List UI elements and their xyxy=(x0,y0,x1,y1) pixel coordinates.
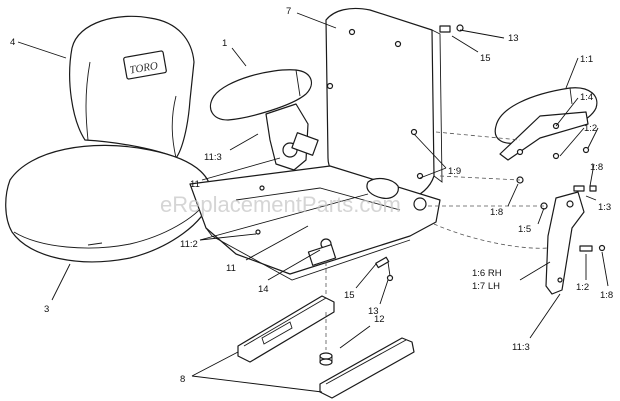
callout-1-3: 1:3 xyxy=(598,202,611,213)
slide-rail-lower xyxy=(319,337,415,399)
callout-11-2: 11:2 xyxy=(180,239,198,250)
callout-1-4: 1:4 xyxy=(580,92,593,103)
seat-back-frame xyxy=(325,7,443,199)
callout-11-3-lower: 11:3 xyxy=(512,342,530,353)
rail-spacer xyxy=(319,352,333,366)
callout-1-8-lower: 1:8 xyxy=(600,290,613,301)
callout-labels: 4 1 7 13 15 11:3 11 1:9 1:1 1:4 1:2 1:8 … xyxy=(10,6,613,385)
callout-11-middle: 11 xyxy=(226,263,236,274)
callout-1-8-right: 1:8 xyxy=(590,162,603,173)
seat-back-cushion: TORO xyxy=(69,15,195,159)
callout-13-lower: 13 xyxy=(368,306,379,317)
callout-1-1: 1:1 xyxy=(580,54,593,65)
callout-1: 1 xyxy=(222,38,227,49)
callout-4: 4 xyxy=(10,37,15,48)
pivot-plate xyxy=(545,191,585,295)
callout-11-top: 11 xyxy=(190,179,200,190)
callout-1-8-left: 1:8 xyxy=(490,207,503,218)
callout-1-7-lh: 1:7 LH xyxy=(472,281,500,292)
right-side-hardware xyxy=(516,146,606,252)
toro-logo-plate xyxy=(123,50,167,80)
callout-12: 12 xyxy=(374,314,385,325)
callout-8: 8 xyxy=(180,374,185,385)
leader-lines xyxy=(17,12,609,393)
seat-pan xyxy=(189,165,441,281)
callout-15-lower: 15 xyxy=(344,290,355,301)
callout-3: 3 xyxy=(44,304,49,315)
callout-1-2-upper: 1:2 xyxy=(584,123,597,134)
callout-1-2-lower: 1:2 xyxy=(576,282,589,293)
left-armrest xyxy=(209,69,319,171)
callout-11-3-top: 11:3 xyxy=(204,152,222,163)
callout-13-top: 13 xyxy=(508,33,519,44)
toro-logo-text: TORO xyxy=(129,60,159,77)
callout-7: 7 xyxy=(286,6,291,17)
lower-bolt-hardware xyxy=(375,256,394,282)
slide-rail-upper xyxy=(237,295,335,363)
callout-15-top: 15 xyxy=(480,53,491,64)
seat-bottom-cushion xyxy=(5,144,212,263)
watermark-text: eReplacementParts.com xyxy=(160,192,401,217)
alignment-lines xyxy=(325,131,549,350)
top-bolt-hardware xyxy=(439,24,464,33)
callout-14: 14 xyxy=(258,284,269,295)
callout-1-5: 1:5 xyxy=(518,224,531,235)
callout-1-9: 1:9 xyxy=(448,166,461,177)
callout-1-6-rh: 1:6 RH xyxy=(472,268,502,279)
